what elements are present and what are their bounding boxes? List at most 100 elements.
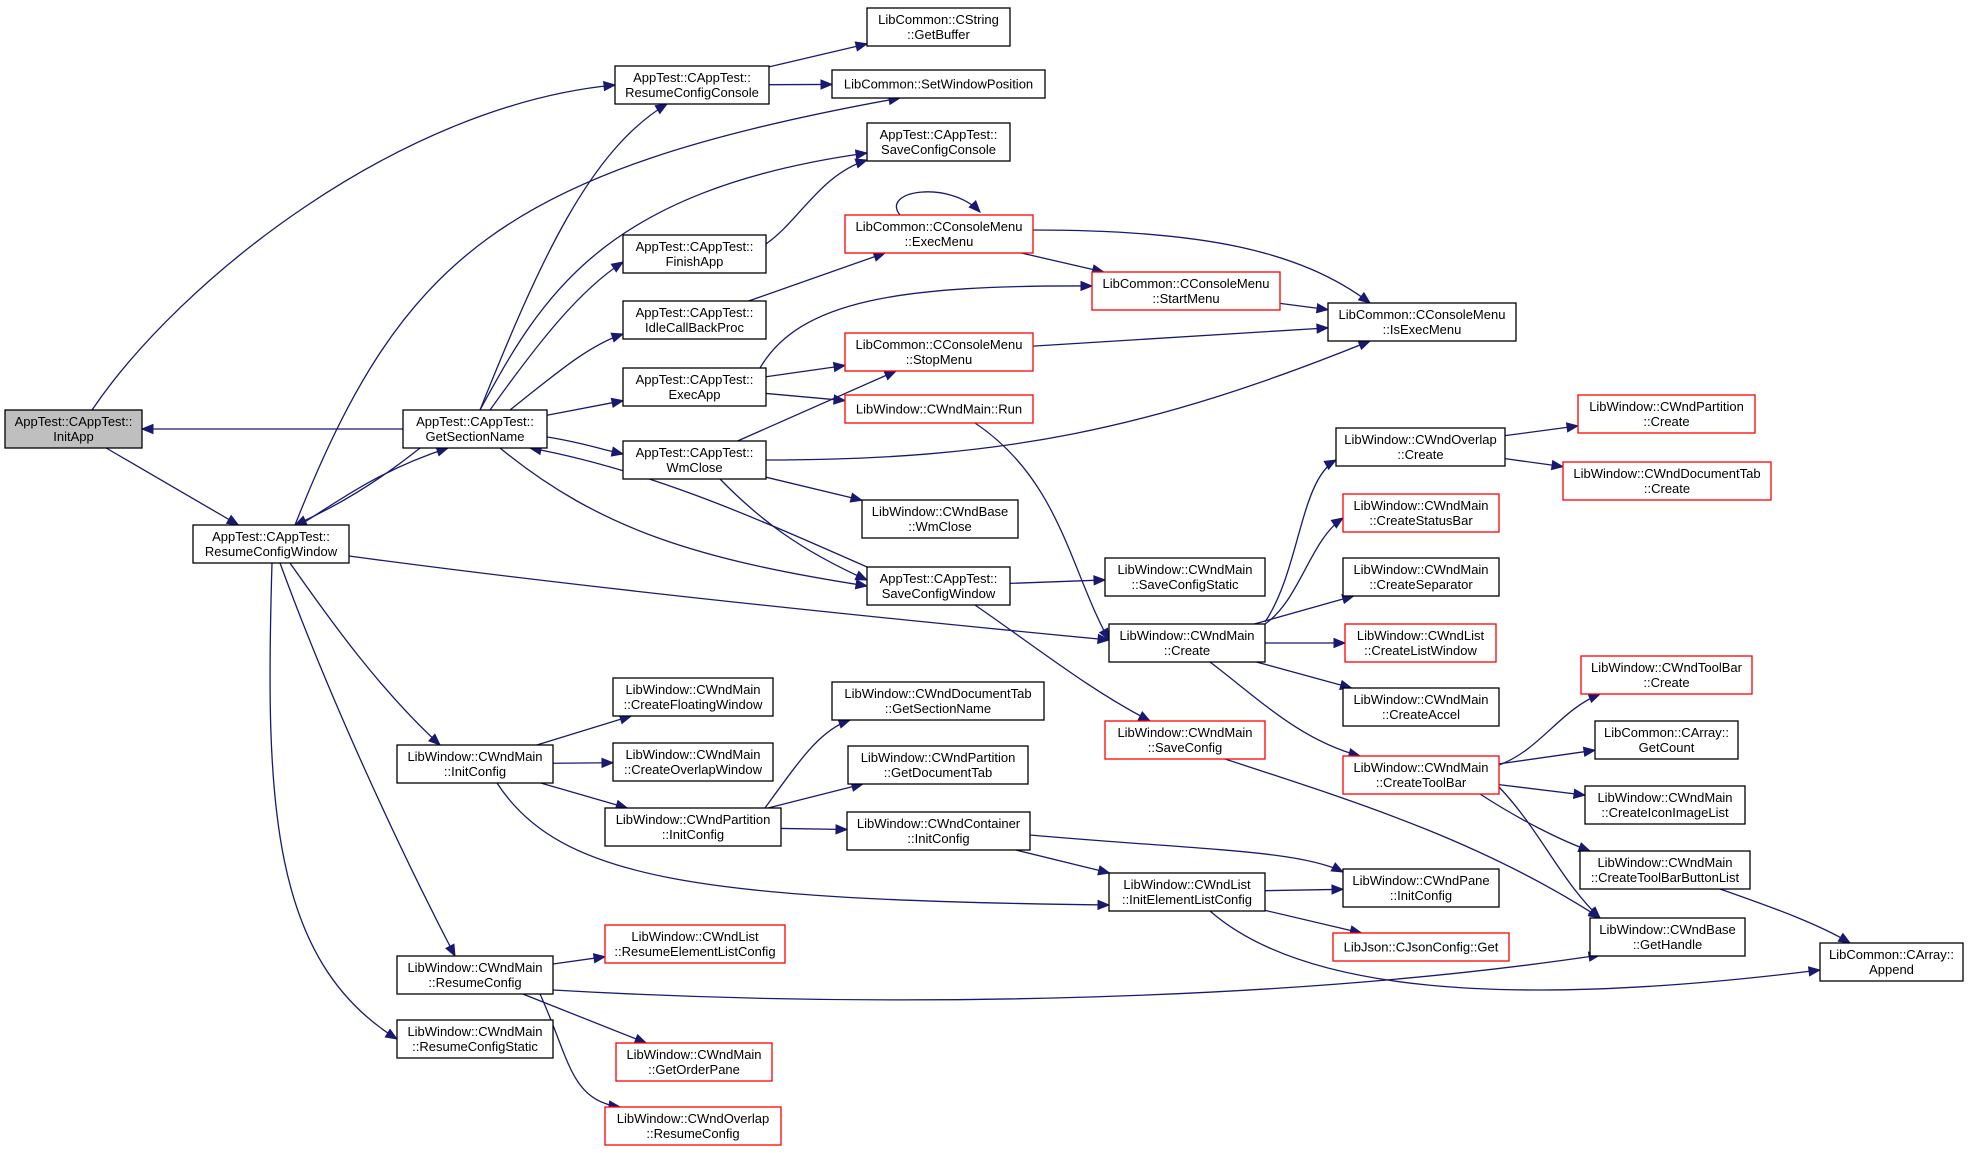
node-label-line: LibWindow::CWndMain	[1353, 562, 1488, 577]
node-createtoolbarbuttonlist[interactable]: LibWindow::CWndMain::CreateToolBarButton…	[1579, 850, 1751, 890]
node-cwndbase-gethandle[interactable]: LibWindow::CWndBase::GetHandle	[1589, 917, 1746, 957]
node-label-line: LibWindow::CWndToolBar	[1591, 660, 1743, 675]
node-getsectionname[interactable]: AppTest::CAppTest::GetSectionName	[402, 409, 548, 449]
node-stopmenu[interactable]: LibCommon::CConsoleMenu::StopMenu	[844, 332, 1034, 372]
node-label-line: AppTest::CAppTest::	[636, 305, 754, 320]
edge-getsectionname-to-saveconfigwindow	[499, 447, 869, 590]
edge-execapp-to-startmenu	[759, 280, 1094, 369]
node-label-line: ::CreateSeparator	[1369, 577, 1473, 592]
node-finishapp[interactable]: AppTest::CAppTest::FinishApp	[622, 234, 767, 274]
node-cwndcontainer-initconfig[interactable]: LibWindow::CWndContainer::InitConfig	[846, 811, 1031, 851]
node-label-line: IdleCallBackProc	[645, 320, 744, 335]
node-label-line: ::Create	[1643, 675, 1689, 690]
node-label-line: LibWindow::CWndPartition	[616, 812, 771, 827]
node-cwndoverlap-resumeconfig[interactable]: LibWindow::CWndOverlap::ResumeConfig	[604, 1106, 782, 1146]
node-createaccel[interactable]: LibWindow::CWndMain::CreateAccel	[1342, 687, 1500, 727]
edge-cwndmain_initconfig-to-cwndpartition_initconfig	[540, 782, 629, 810]
node-createiconimagelist[interactable]: LibWindow::CWndMain::CreateIconImageList	[1584, 785, 1746, 825]
node-cjsonconfig-get[interactable]: LibJson::CJsonConfig::Get	[1332, 932, 1510, 962]
node-box	[1108, 623, 1266, 663]
node-box	[1108, 872, 1266, 912]
node-cwndtoolbar-create[interactable]: LibWindow::CWndToolBar::Create	[1580, 655, 1753, 695]
node-label-line: LibWindow::CWndMain	[1353, 692, 1488, 707]
node-box	[192, 524, 350, 564]
node-box	[846, 811, 1031, 851]
edge-getsectionname-to-saveconfigconsole	[479, 149, 869, 411]
node-execmenu[interactable]: LibCommon::CConsoleMenu::ExecMenu	[844, 214, 1034, 254]
node-cwndmain-saveconfig[interactable]: LibWindow::CWndMain::SaveConfig	[1104, 720, 1266, 760]
node-resumeconfigstatic[interactable]: LibWindow::CWndMain::ResumeConfigStatic	[396, 1019, 554, 1059]
edge-getsectionname-to-resumeconfigconsole	[479, 103, 669, 411]
node-label-line: GetCount	[1639, 740, 1695, 755]
node-label-line: AppTest::CAppTest::	[212, 529, 330, 544]
node-wmclose[interactable]: AppTest::CAppTest::WmClose	[622, 440, 767, 480]
node-box	[1104, 720, 1266, 760]
node-cwndpartition-initconfig[interactable]: LibWindow::CWndPartition::InitConfig	[604, 807, 782, 847]
node-cwndbase-wmclose[interactable]: LibWindow::CWndBase::WmClose	[861, 499, 1019, 539]
node-carray-getcount[interactable]: LibCommon::CArray::GetCount	[1594, 720, 1739, 760]
node-saveconfigstatic[interactable]: LibWindow::CWndMain::SaveConfigStatic	[1104, 557, 1266, 597]
node-box	[614, 65, 770, 105]
node-cwndpane-initconfig[interactable]: LibWindow::CWndPane::InitConfig	[1342, 868, 1500, 908]
nodes-layer: AppTest::CAppTest::InitAppAppTest::CAppT…	[4, 7, 1964, 1146]
node-createtoolbar[interactable]: LibWindow::CWndMain::CreateToolBar	[1342, 755, 1500, 795]
node-createseparator[interactable]: LibWindow::CWndMain::CreateSeparator	[1342, 557, 1500, 597]
node-box	[866, 7, 1011, 47]
node-cwndmain-initconfig[interactable]: LibWindow::CWndMain::InitConfig	[396, 744, 554, 784]
node-cwndmain-resumeconfig[interactable]: LibWindow::CWndMain::ResumeConfig	[396, 955, 554, 995]
node-box	[396, 955, 554, 995]
node-label-line: LibJson::CJsonConfig::Get	[1344, 940, 1499, 955]
node-cwndpartition-create[interactable]: LibWindow::CWndPartition::Create	[1577, 394, 1756, 434]
node-label-line: LibWindow::CWndMain	[407, 1024, 542, 1039]
node-createlistwindow[interactable]: LibWindow::CWndList::CreateListWindow	[1344, 623, 1497, 663]
node-label-line: ::ResumeElementListConfig	[614, 944, 775, 959]
node-label-line: LibWindow::CWndMain::Run	[856, 402, 1022, 417]
node-cwndpartition-getdocumenttab[interactable]: LibWindow::CWndPartition::GetDocumentTab	[847, 745, 1029, 785]
edge-cwndmain_resumeconfig-to-resumeelementlistconfig	[552, 953, 607, 965]
edge-execmenu-to-startmenu	[1021, 252, 1105, 275]
node-label-line: ::Create	[1644, 481, 1690, 496]
node-label-line: ::InitConfig	[662, 827, 724, 842]
edge-cwndpartition_initconfig-to-cwndpartition_getdocumenttab	[767, 781, 865, 809]
node-cstring-getbuffer[interactable]: LibCommon::CString::GetBuffer	[866, 7, 1011, 47]
node-startmenu[interactable]: LibCommon::CConsoleMenu::StartMenu	[1091, 271, 1281, 311]
node-getorderpane[interactable]: LibWindow::CWndMain::GetOrderPane	[615, 1042, 773, 1082]
node-cwndmain-run[interactable]: LibWindow::CWndMain::Run	[844, 394, 1034, 424]
node-box	[844, 394, 1034, 424]
node-isexecmenu[interactable]: LibCommon::CConsoleMenu::IsExecMenu	[1327, 302, 1517, 342]
node-initapp[interactable]: AppTest::CAppTest::InitApp	[4, 409, 143, 449]
node-setwindowposition[interactable]: LibCommon::SetWindowPosition	[831, 69, 1046, 99]
node-cwndmain-create[interactable]: LibWindow::CWndMain::Create	[1108, 623, 1266, 663]
node-idlecallbackproc[interactable]: AppTest::CAppTest::IdleCallBackProc	[622, 300, 767, 340]
node-createstatusbar[interactable]: LibWindow::CWndMain::CreateStatusBar	[1342, 493, 1500, 533]
edge-stopmenu-to-isexecmenu	[1032, 323, 1330, 347]
node-carray-append[interactable]: LibCommon::CArray::Append	[1819, 942, 1964, 982]
node-box	[604, 924, 786, 964]
node-cwnddocumenttab-create[interactable]: LibWindow::CWndDocumentTab::Create	[1562, 461, 1772, 501]
node-label-line: ::ResumeConfigStatic	[412, 1039, 538, 1054]
node-saveconfigwindow[interactable]: AppTest::CAppTest::SaveConfigWindow	[866, 566, 1011, 606]
node-box	[1579, 850, 1751, 890]
node-saveconfigconsole[interactable]: AppTest::CAppTest::SaveConfigConsole	[866, 122, 1011, 162]
node-label-line: ::WmClose	[908, 519, 972, 534]
node-box	[622, 234, 767, 274]
node-resumeconfigconsole[interactable]: AppTest::CAppTest::ResumeConfigConsole	[614, 65, 770, 105]
node-cwnddocumenttab-getsectionname[interactable]: LibWindow::CWndDocumentTab::GetSectionNa…	[831, 681, 1045, 721]
node-cwndoverlap-create[interactable]: LibWindow::CWndOverlap::Create	[1335, 427, 1506, 467]
node-execapp[interactable]: AppTest::CAppTest::ExecApp	[622, 367, 767, 407]
node-resumeelementlistconfig[interactable]: LibWindow::CWndList::ResumeElementListCo…	[604, 924, 786, 964]
node-resumeconfigwindow[interactable]: AppTest::CAppTest::ResumeConfigWindow	[192, 524, 350, 564]
node-label-line: LibCommon::CArray::	[1829, 947, 1954, 962]
edge-resumeconfigwindow-to-cwndmain_resumeconfig	[279, 562, 456, 958]
node-createoverlapwindow[interactable]: LibWindow::CWndMain::CreateOverlapWindow	[612, 742, 774, 782]
node-createfloatingwindow[interactable]: LibWindow::CWndMain::CreateFloatingWindo…	[612, 677, 774, 717]
edge-resumeconfigwindow-to-setwindowposition	[294, 94, 902, 526]
node-initelementlistconfig[interactable]: LibWindow::CWndList::InitElementListConf…	[1108, 872, 1266, 912]
node-box	[612, 742, 774, 782]
node-box	[1589, 917, 1746, 957]
edge-saveconfigwindow-to-saveconfigstatic	[1009, 575, 1107, 586]
node-label-line: LibWindow::CWndList	[1123, 877, 1251, 892]
node-label-line: ::GetSectionName	[885, 701, 991, 716]
node-label-line: LibWindow::CWndMain	[1117, 725, 1252, 740]
node-label-line: LibCommon::CConsoleMenu	[1103, 276, 1270, 291]
